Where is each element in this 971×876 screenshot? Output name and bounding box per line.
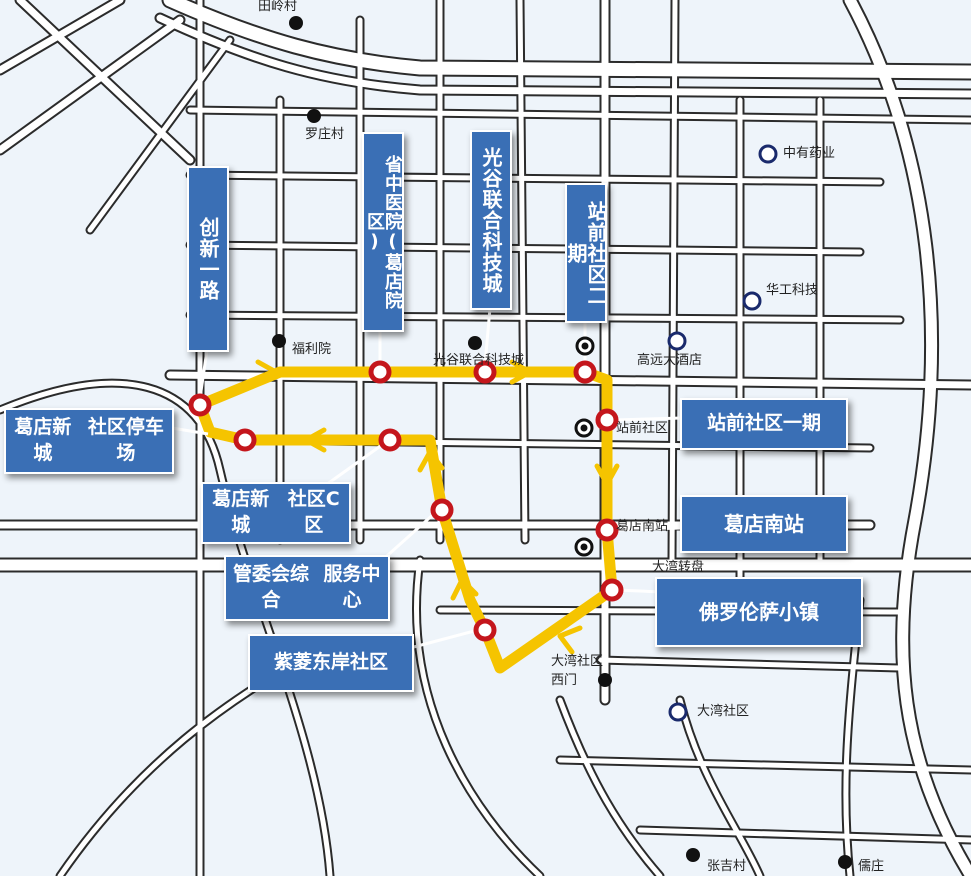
xincheng-c-line-2: 社区C区 xyxy=(287,488,340,536)
zhangji-dot xyxy=(686,848,700,862)
luozhuang-label: 罗庄村 xyxy=(305,127,345,142)
label-florence-town: 佛罗伦萨小镇 xyxy=(655,577,863,647)
stop-ziling xyxy=(473,618,497,642)
dawan-label: 大湾社区 xyxy=(697,704,750,719)
luozhuang-dot xyxy=(307,109,321,123)
guanweihui-line-1: 管委会综合 xyxy=(232,563,309,611)
label-xincheng-parking: 葛店新城 社区停车场 xyxy=(4,408,174,474)
parking-line-2: 社区停车场 xyxy=(87,416,164,464)
xincheng-c-line-1: 葛店新城 xyxy=(212,488,270,536)
label-guanggu-tech-city: 光谷联合科技城 xyxy=(470,130,512,310)
label-ziling-community: 紫菱东岸社区 xyxy=(248,634,414,692)
zhongyou-label: 中有药业 xyxy=(783,146,836,161)
zhongyou-dot xyxy=(758,144,778,164)
gedian-south-small-label: 葛店南站 xyxy=(616,519,669,534)
stop-guanweihui xyxy=(430,498,454,522)
guanggu-small-label: 光谷联合科技城 xyxy=(433,353,525,368)
huagong-label: 华工科技 xyxy=(766,283,819,298)
stop-zhanqian1 xyxy=(595,408,619,432)
stop-guanggu xyxy=(473,360,497,384)
dawan-west-dot xyxy=(598,673,612,687)
gaoyuan-dot xyxy=(667,331,687,351)
stop-shengzhong xyxy=(368,360,392,384)
zhangji-label: 张吉村 xyxy=(707,859,747,874)
dawan-turn-label: 大湾转盘 xyxy=(652,560,705,575)
zhanqian-small-label: 站前社区 xyxy=(616,421,669,436)
label-guanweihui-center: 管委会综合 服务中心 xyxy=(224,555,390,621)
bus-route-line xyxy=(194,366,618,674)
stop-parking xyxy=(233,428,257,452)
ruzhuang-dot xyxy=(838,855,852,869)
fuliyuan-label: 福利院 xyxy=(292,342,332,357)
label-zhanqian-community-1: 站前社区一期 xyxy=(680,398,848,450)
label-gedian-south-station: 葛店南站 xyxy=(680,495,848,553)
route-direction-arrows xyxy=(255,359,620,655)
stop-xincheng-c xyxy=(378,428,402,452)
label-xincheng-community-c: 葛店新城 社区C区 xyxy=(201,482,351,544)
label-chuangxin-road: 创新一路 xyxy=(187,166,229,352)
route-stops xyxy=(188,360,624,642)
landmark-dots xyxy=(272,16,852,869)
tianling-dot xyxy=(289,16,303,30)
label-shengzhong-hospital: 省中医院(葛店院区) xyxy=(362,132,404,332)
ruzhuang-label: 儒庄 xyxy=(858,859,885,874)
dawan-west-label-2: 西门 xyxy=(551,673,578,688)
huagong-dot xyxy=(742,291,762,311)
dawan-dot xyxy=(668,702,688,722)
stop-florence xyxy=(600,578,624,602)
dawan-west-label-1: 大湾社区 xyxy=(551,654,604,669)
poi-dots xyxy=(667,144,778,722)
tianling-label: 田岭村 xyxy=(258,0,298,14)
label-zhanqian-community-2: 站前社区二期 xyxy=(564,183,608,323)
fuliyuan-dot xyxy=(272,334,286,348)
gaoyuan-label: 高远大酒店 xyxy=(637,353,703,368)
guanggu-small-dot xyxy=(468,336,482,350)
stop-gedian-south xyxy=(595,518,619,542)
parking-line-1: 葛店新城 xyxy=(14,416,72,464)
stop-zhanqian2 xyxy=(573,360,597,384)
guanweihui-line-2: 服务中心 xyxy=(323,563,381,611)
stop-chuangxin xyxy=(188,393,212,417)
